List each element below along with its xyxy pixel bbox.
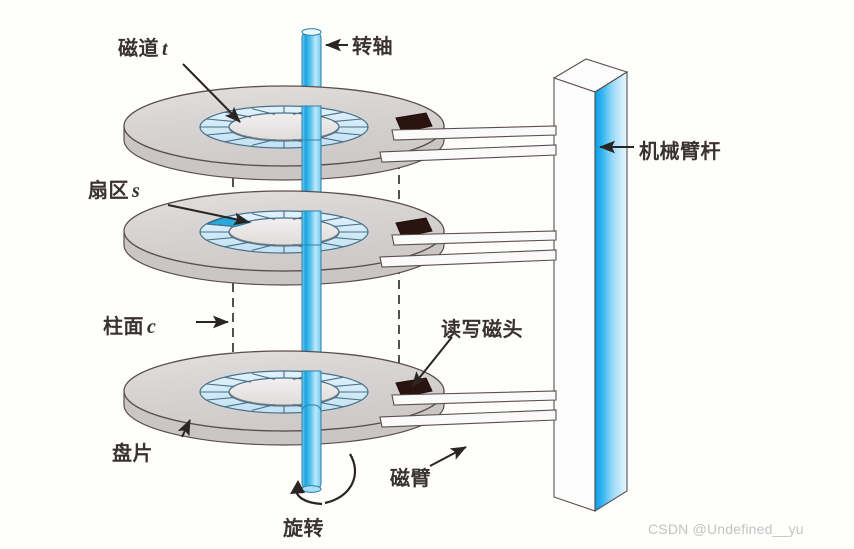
label-spindle-text: 转轴 xyxy=(352,36,393,58)
label-sector-italic: s xyxy=(132,180,141,202)
label-track-text: 磁道 xyxy=(118,38,159,60)
label-read-write-head-text: 读写磁头 xyxy=(441,319,523,341)
platter-3 xyxy=(123,350,445,446)
label-rotation: 旋转 xyxy=(283,512,324,541)
label-actuator-post-text: 机械臂杆 xyxy=(639,141,721,163)
spindle-rod-bottom xyxy=(301,404,322,493)
watermark: CSDN @Undefined__yu xyxy=(648,521,804,537)
label-cylinder-italic: c xyxy=(147,316,157,338)
label-actuator-post: 机械臂杆 xyxy=(639,135,721,164)
leader-sector xyxy=(167,204,250,226)
label-magnetic-arm-text: 磁臂 xyxy=(390,468,431,490)
actuator-post xyxy=(552,58,629,512)
rotation-arrow xyxy=(290,453,356,506)
leader-arm xyxy=(429,446,467,467)
arm-assembly-1 xyxy=(379,112,557,163)
label-spindle: 转轴 xyxy=(352,30,393,59)
label-track-italic: t xyxy=(162,38,169,60)
leader-track xyxy=(182,63,241,123)
arm-assembly-3 xyxy=(379,377,557,428)
leader-lines xyxy=(167,38,634,467)
leader-head xyxy=(411,336,453,388)
arm-assembly-2 xyxy=(379,217,557,268)
label-read-write-head: 读写磁头 xyxy=(441,313,523,342)
label-cylinder-text: 柱面 xyxy=(103,316,144,338)
platter-1 xyxy=(123,85,445,181)
leader-platter xyxy=(177,419,191,438)
label-magnetic-arm: 磁臂 xyxy=(390,462,431,491)
label-rotation-text: 旋转 xyxy=(283,518,324,540)
label-platter-text: 盘片 xyxy=(112,443,153,465)
label-platter: 盘片 xyxy=(112,437,153,466)
label-sector-text: 扇区 xyxy=(88,180,129,202)
